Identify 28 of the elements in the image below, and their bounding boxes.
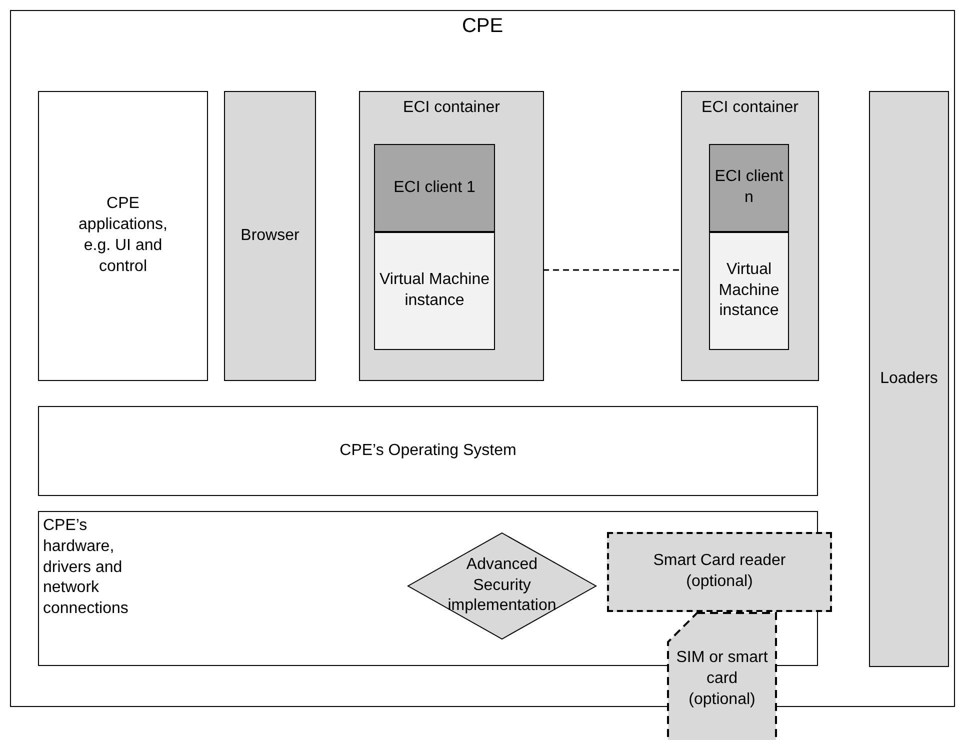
group-title: CPE xyxy=(462,14,504,39)
block-label: Virtual Machine instance xyxy=(379,270,490,311)
block-label: CPE’s Operating System xyxy=(340,440,516,461)
virtual-machine-block xyxy=(709,232,789,350)
block-label: CPE applications, e.g. UI and control xyxy=(78,194,168,277)
operating-system-block xyxy=(38,406,818,496)
group-title: ECI container xyxy=(702,98,798,118)
block-label: SIM or smart card (optional) xyxy=(675,648,769,710)
block-label: Advanced Security implementation xyxy=(446,554,558,616)
client-block xyxy=(374,144,495,232)
container-block xyxy=(681,91,819,381)
block-label: ECI client n xyxy=(714,167,784,208)
virtual-machine-block xyxy=(374,232,495,350)
container-block xyxy=(359,91,544,381)
client-block xyxy=(709,144,789,232)
block-label: Browser xyxy=(240,226,300,246)
device-frame xyxy=(10,10,955,707)
group-title: CPE’s hardware, drivers and network connections xyxy=(43,516,130,620)
browser-block xyxy=(224,91,316,381)
block-label: Virtual Machine instance xyxy=(718,260,780,322)
dashed-connector xyxy=(543,269,680,271)
block-label: Loaders xyxy=(880,368,938,389)
loaders-block xyxy=(869,91,949,667)
block-label: ECI client 1 xyxy=(394,178,476,198)
group-title: ECI container xyxy=(403,98,500,118)
card-reader-block xyxy=(607,532,832,612)
application-block xyxy=(38,91,208,381)
block-label: Smart Card reader (optional) xyxy=(652,551,787,592)
